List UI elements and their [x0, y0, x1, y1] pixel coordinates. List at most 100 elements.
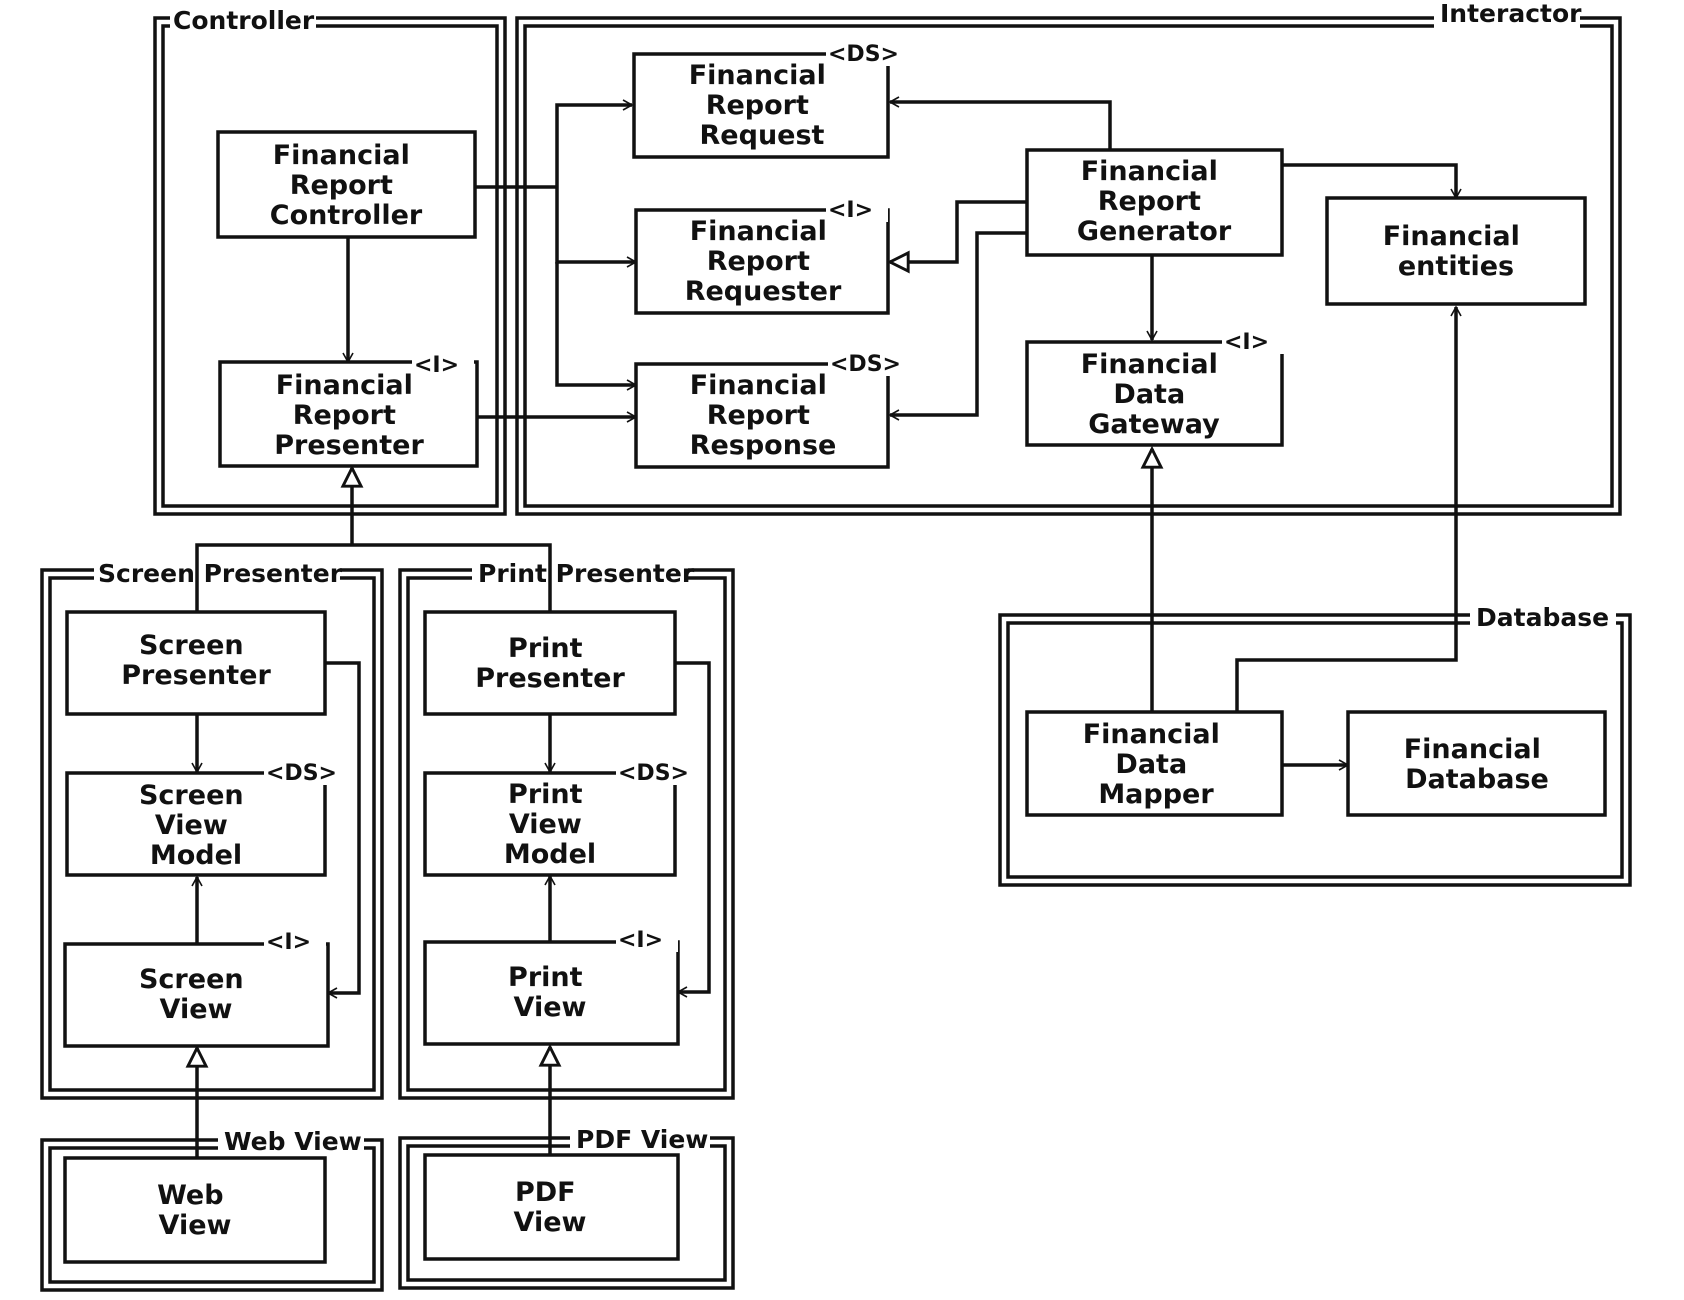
component-financial-report-generator[interactable]: Financial Report Generator: [1025, 148, 1284, 257]
component-pdf-view[interactable]: PDF View: [423, 1153, 680, 1261]
connectors: [185, 96, 1462, 1158]
component-financial-report-presenter[interactable]: <I> Financial Report Presenter: [218, 350, 479, 468]
edge-generator-implements-requester: [886, 200, 1027, 274]
component-line: Presenter: [475, 663, 625, 694]
stereotype-tag: <I>: [828, 198, 873, 223]
component-line: Financial: [690, 216, 827, 247]
stereotype-tag: <DS>: [830, 352, 901, 377]
component-print-view[interactable]: <I> Print View: [423, 926, 680, 1046]
component-line: Report: [1098, 186, 1201, 217]
svg-text:Screen Presenter: Screen Presenter: [121, 630, 271, 691]
component-financial-entities[interactable]: Financial entities: [1325, 196, 1587, 306]
component-line: Report: [293, 400, 396, 431]
package-interactor: Interactor: [515, 0, 1622, 516]
component-financial-report-controller[interactable]: Financial Report Controller: [216, 130, 477, 239]
component-line: Report: [707, 400, 810, 431]
package-label-database: Database: [1476, 603, 1609, 632]
edge-generator-to-request: [888, 96, 1112, 150]
component-line: Financial: [1081, 156, 1218, 187]
stereotype-tag: <I>: [618, 928, 663, 953]
component-screen-presenter[interactable]: Screen Presenter: [65, 610, 327, 716]
svg-text:Print View Mod: Print View Model: [504, 779, 596, 870]
component-line: Model: [150, 840, 242, 871]
component-line: View: [160, 994, 233, 1025]
svg-text:Financial Database: Financial Database: [1404, 734, 1551, 795]
svg-text:Print View: Print View: [508, 962, 592, 1023]
component-line: Generator: [1077, 216, 1232, 247]
component-line: Financial: [690, 370, 827, 401]
component-line: Mapper: [1098, 779, 1214, 810]
component-line: View: [155, 810, 228, 841]
component-financial-report-requester[interactable]: <I> Financial Report Requester: [634, 196, 890, 315]
svg-text:Financial Report: Financial Report Requester: [685, 216, 842, 307]
component-line: Print: [508, 633, 583, 664]
component-line: Controller: [270, 200, 423, 231]
component-financial-report-request[interactable]: <DS> Financial Report Request: [632, 40, 899, 159]
component-line: View: [514, 992, 587, 1023]
edge-generator-to-response: [888, 231, 1027, 421]
component-line: Data: [1113, 379, 1185, 410]
package-controller: Controller: [153, 4, 507, 516]
package-label-interactor: Interactor: [1440, 0, 1582, 28]
component-screen-view[interactable]: <I> Screen View: [63, 928, 330, 1048]
svg-text:Web View: Web View: [157, 1180, 233, 1241]
package-frames: Controller Interactor Screen Presenter P…: [40, 0, 1632, 1292]
component-line: Financial: [689, 60, 826, 91]
component-line: Financial: [1081, 349, 1218, 380]
edge-controller-to-response: [555, 262, 638, 391]
component-line: Financial: [276, 370, 413, 401]
package-label-print-presenter: Print Presenter: [478, 559, 695, 588]
component-line: Presenter: [121, 660, 271, 691]
component-web-view[interactable]: Web View: [63, 1156, 327, 1264]
edge-screen-presenter-to-view: [325, 661, 361, 999]
svg-text:Financial Report: Financial Report Generator: [1077, 156, 1232, 247]
component-line: View: [509, 809, 582, 840]
edge-mapper-to-entities: [1235, 305, 1462, 712]
component-line: Print: [508, 779, 583, 810]
component-screen-view-model[interactable]: <DS> Screen View Model: [65, 759, 337, 877]
component-print-view-model[interactable]: <DS> Print View Model: [423, 759, 689, 877]
component-line: PDF: [515, 1177, 576, 1208]
stereotype-tag: <I>: [1224, 330, 1269, 355]
svg-text:Financial entities: Financial entities: [1383, 221, 1530, 282]
svg-text:Screen View: Screen View: [139, 964, 253, 1025]
component-line: Database: [1405, 764, 1549, 795]
edge-controller-to-requester: [555, 187, 638, 268]
component-line: View: [159, 1210, 232, 1241]
edge-controller-to-request: [555, 99, 634, 187]
stereotype-tag: <DS>: [828, 42, 899, 67]
component-financial-report-response[interactable]: <DS> Financial Report Response: [634, 350, 901, 469]
package-label-screen-presenter: Screen Presenter: [98, 559, 343, 588]
component-line: Request: [700, 120, 825, 151]
component-financial-data-gateway[interactable]: <I> Financial Data Gateway: [1025, 328, 1284, 447]
stereotype-tag: <I>: [414, 353, 459, 378]
edge-generator-to-entities: [1282, 163, 1462, 200]
package-print-presenter: Print Presenter: [398, 556, 735, 1100]
component-line: View: [514, 1207, 587, 1238]
stereotype-tag: <I>: [266, 930, 311, 955]
component-line: Report: [706, 90, 809, 121]
package-database: Database: [998, 601, 1632, 887]
components: Financial Report Controller <I> Financia…: [63, 40, 1607, 1264]
svg-text:Financial Data: Financial Data Mapper: [1083, 719, 1230, 810]
component-line: Requester: [685, 276, 842, 307]
edge-print-presenter-implements: [352, 543, 552, 612]
component-line: Financial: [1404, 734, 1541, 765]
component-financial-data-mapper[interactable]: Financial Data Mapper: [1025, 710, 1284, 817]
component-line: Model: [504, 839, 596, 870]
package-label-controller: Controller: [173, 6, 315, 35]
stereotype-tag: <DS>: [266, 761, 337, 786]
edge-screen-presenter-implements: [195, 543, 352, 612]
component-line: Response: [690, 430, 837, 461]
edge-print-presenter-to-view: [675, 661, 711, 998]
svg-text:Screen View Mo: Screen View Model: [139, 780, 253, 871]
component-line: Financial: [273, 140, 410, 171]
package-pdf-view: PDF View: [398, 1124, 735, 1290]
component-print-presenter[interactable]: Print Presenter: [423, 610, 677, 716]
component-financial-database[interactable]: Financial Database: [1346, 710, 1607, 817]
svg-text:Financial Report: Financial Report Controller: [270, 140, 423, 231]
stereotype-tag: <DS>: [618, 761, 689, 786]
package-screen-presenter: Screen Presenter: [40, 556, 384, 1100]
component-line: Financial: [1383, 221, 1520, 252]
